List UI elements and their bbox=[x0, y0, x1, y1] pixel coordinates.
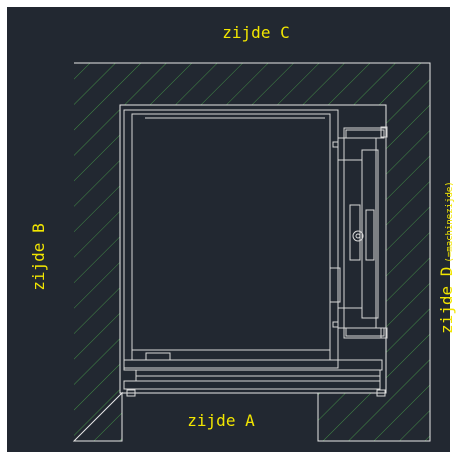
side-c-label: zijde C bbox=[222, 23, 289, 42]
side-d-note: (=machinezijde) bbox=[445, 181, 455, 262]
machine-assembly bbox=[329, 126, 388, 339]
side-d-label: zijde D (=machinezijde) bbox=[437, 181, 456, 334]
side-a-label: zijde A bbox=[187, 411, 255, 430]
side-b-label: zijde B bbox=[29, 223, 48, 290]
shaft-wall-hatch bbox=[74, 63, 430, 441]
shaft-outer-outline bbox=[72, 62, 431, 442]
side-d-title: zijde D bbox=[437, 267, 456, 334]
door-sill bbox=[123, 352, 386, 397]
